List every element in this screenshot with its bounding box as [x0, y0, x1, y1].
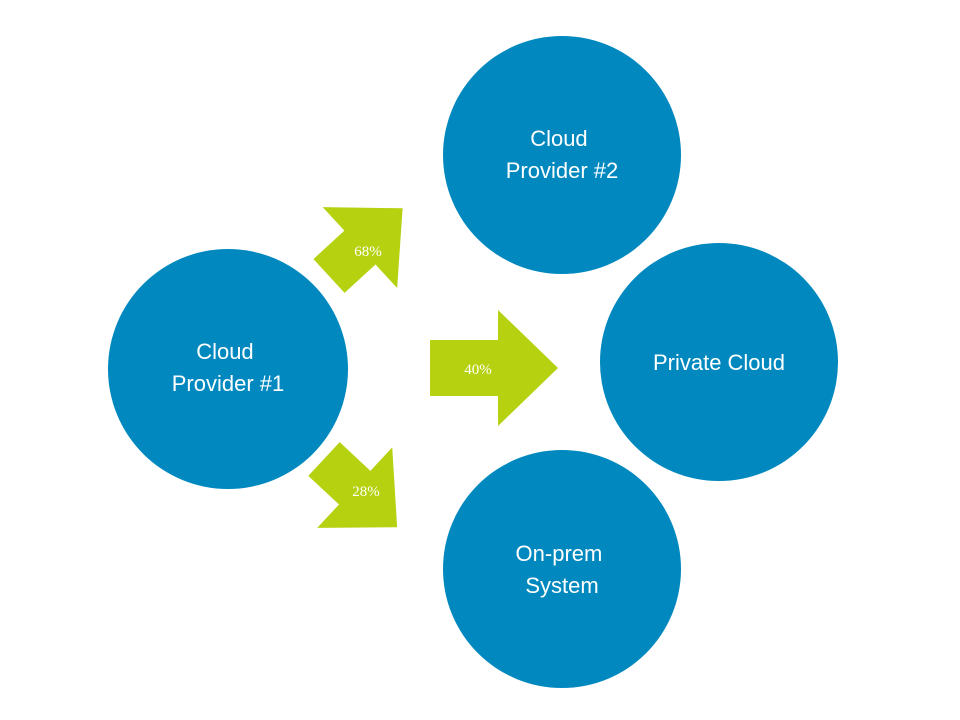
node-circle [443, 36, 681, 274]
node-label-line: Provider #2 [506, 158, 619, 183]
node-label: On-prem System [516, 541, 609, 598]
arrow-label-68: 68% [354, 244, 382, 260]
arrow-provider1-to-private: 40% [430, 310, 558, 426]
arrow-label-40: 40% [464, 362, 492, 378]
arrow-label-28: 28% [352, 484, 380, 500]
arrow-provider1-to-provider2: 68% [313, 207, 403, 293]
arrow-shape [313, 207, 403, 293]
node-label-line: Provider #1 [172, 371, 285, 396]
arrow-shape [430, 310, 558, 426]
node-label-line: Private Cloud [653, 350, 785, 375]
arrow-shape [308, 442, 398, 528]
node-private-cloud: Private Cloud [600, 243, 838, 481]
node-label-line: Cloud [530, 126, 587, 151]
arrow-provider1-to-onprem: 28% [308, 442, 398, 528]
node-label-line: Cloud [196, 339, 253, 364]
node-label: Private Cloud [653, 350, 785, 375]
node-on-prem-system: On-prem System [443, 450, 681, 688]
node-label: Cloud Provider #2 [506, 126, 619, 183]
node-cloud-provider-1: Cloud Provider #1 [108, 249, 348, 489]
node-circle [600, 243, 838, 481]
node-cloud-provider-2: Cloud Provider #2 [443, 36, 681, 274]
node-circle [443, 450, 681, 688]
node-circle [108, 249, 348, 489]
node-label-line: System [525, 573, 598, 598]
node-label: Cloud Provider #1 [172, 339, 285, 396]
node-label-line: On-prem [516, 541, 603, 566]
